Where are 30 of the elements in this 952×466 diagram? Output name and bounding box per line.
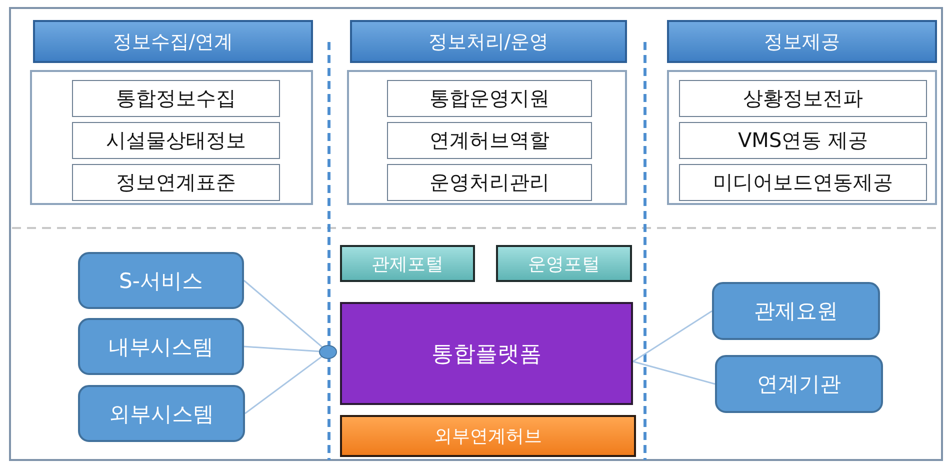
item-box: 통합정보수집: [72, 80, 280, 117]
connector-line: [244, 356, 322, 414]
system-box: S-서비스: [78, 252, 244, 309]
platform-box: 통합플랫폼: [340, 302, 633, 405]
item-box: 시설물상태정보: [72, 122, 280, 159]
item-box: 미디어보드연동제공: [679, 164, 927, 201]
item-box: 정보연계표준: [72, 164, 280, 201]
panel-box: [347, 70, 627, 205]
connector-line: [632, 310, 712, 362]
agency-box: 연계기관: [715, 355, 883, 413]
user-box: 관제요원: [712, 282, 880, 340]
item-box: 운영처리관리: [387, 164, 592, 201]
hub-box: 외부연계허브: [340, 415, 636, 457]
portal-box: 운영포털: [496, 245, 632, 282]
connector-line: [244, 346, 320, 352]
item-box: VMS연동 제공: [679, 122, 927, 159]
system-box: 내부시스템: [78, 318, 244, 375]
connector-line: [244, 280, 322, 348]
connector-line: [632, 360, 716, 385]
portal-box: 관제포털: [340, 245, 475, 282]
header-bar: 정보처리/운영: [350, 20, 627, 63]
item-box: 연계허브역할: [387, 122, 592, 159]
header-bar: 정보수집/연계: [33, 20, 313, 63]
item-box: 통합운영지원: [387, 80, 592, 117]
junction-dot: [319, 345, 337, 359]
panel-box: [667, 70, 937, 205]
item-box: 상황정보전파: [679, 80, 927, 117]
panel-box: [30, 70, 313, 205]
header-bar: 정보제공: [667, 20, 937, 63]
system-box: 외부시스템: [78, 385, 245, 442]
